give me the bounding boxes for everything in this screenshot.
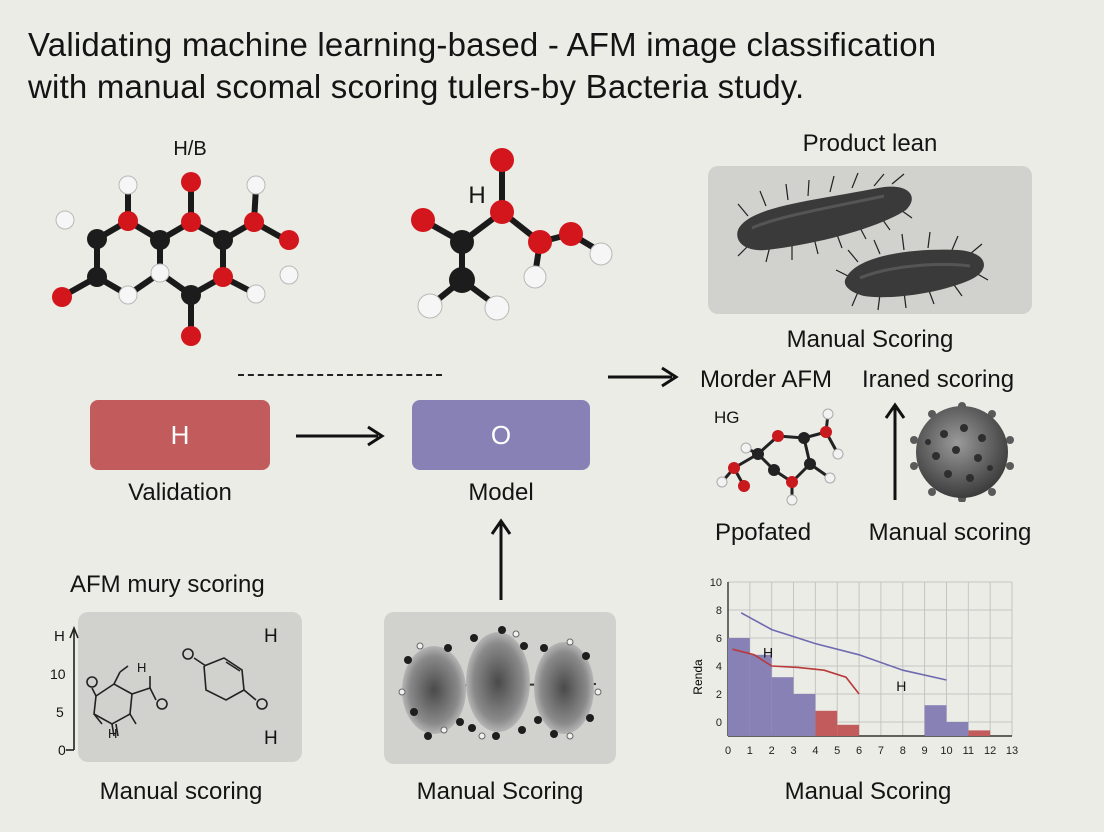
chart-y-tick-label: 8 <box>716 605 722 617</box>
chart-x-tick-label: 13 <box>1006 745 1018 757</box>
small-molecule-label: HG <box>714 408 740 427</box>
chart-y-tick-label: 2 <box>716 689 722 701</box>
chart-bar <box>749 654 772 736</box>
product-panel-caption: Manual Scoring <box>786 326 954 353</box>
arrow-up-to-model <box>490 518 512 600</box>
model-box: O <box>412 400 590 470</box>
arrow-right-to-afm <box>608 366 679 388</box>
chart-x-tick-label: 10 <box>940 745 952 757</box>
chart-x-tick-label: 1 <box>747 745 753 757</box>
chart-x-tick-label: 12 <box>984 745 996 757</box>
molecule-left-label: H/B <box>173 138 207 160</box>
arrow-validation-to-model <box>296 425 385 447</box>
chart-bar <box>793 694 816 736</box>
afm-panel-title: AFM mury scoring <box>70 571 265 598</box>
chart-annotation: H <box>896 678 906 694</box>
chart-x-tick-label: 9 <box>922 745 928 757</box>
chart-annotation: H <box>763 645 773 661</box>
chart-series-line <box>740 612 947 681</box>
title-line-1: Validating machine learning-based - AFM … <box>28 26 937 63</box>
bacteria-image-panel <box>708 166 1032 314</box>
afm-panel-caption: Manual scoring <box>99 778 263 805</box>
micrograph-caption: Manual Scoring <box>416 778 584 805</box>
chart-bar <box>815 710 838 736</box>
chart-y-tick-label: 6 <box>716 633 722 645</box>
afm-axis-top-label: H <box>54 628 65 645</box>
chart-bar <box>924 705 947 736</box>
chart-bar <box>946 722 969 736</box>
afm-h-label-1: H <box>137 660 147 675</box>
page-title: Validating machine learning-based - AFM … <box>28 24 1088 108</box>
chart-x-tick-label: 11 <box>963 745 974 757</box>
molecule-middle <box>411 148 613 321</box>
chart-y-tick-label: 4 <box>716 661 722 673</box>
chart-y-tick-label: 10 <box>710 577 722 589</box>
chart-x-tick-label: 0 <box>725 745 731 757</box>
morder-afm-label: Morder AFM <box>700 366 833 393</box>
chart-bar <box>728 638 750 736</box>
afm-tick-0: 0 <box>58 742 66 758</box>
molecule-left <box>52 172 299 346</box>
model-box-text: O <box>490 419 512 450</box>
chart-caption: Manual Scoring <box>784 778 952 805</box>
molecule-middle-label: H <box>468 182 486 209</box>
chart-x-tick-label: 6 <box>856 745 862 757</box>
arrow-up-to-iraned <box>884 402 906 500</box>
validation-box-text: H <box>170 419 190 450</box>
chart-x-tick-label: 8 <box>900 745 906 757</box>
product-panel-title: Product lean <box>802 130 938 157</box>
validation-box: H <box>90 400 270 470</box>
afm-structure-panel <box>78 612 302 762</box>
chart-series-line <box>732 648 860 695</box>
bacteria-image <box>737 172 989 311</box>
dashed-divider <box>238 374 442 376</box>
title-line-2: with manual scomal scoring tulers-by Bac… <box>28 68 805 105</box>
iraned-scoring-label: Iraned scoring <box>862 366 1015 393</box>
chart-y-tick-label: 0 <box>716 717 722 729</box>
chart-bar <box>837 724 860 736</box>
micrograph-panel <box>384 612 616 764</box>
chart-bar <box>771 677 794 736</box>
afm-h-label-2: H <box>108 726 118 741</box>
validation-caption: Validation <box>128 479 232 506</box>
virus-caption: Manual scoring <box>868 519 1032 546</box>
small-molecule <box>716 408 844 506</box>
afm-tick-5: 5 <box>56 704 64 720</box>
chart-ylabel: Renda <box>691 659 705 695</box>
virus-image <box>910 402 1014 502</box>
micrograph-image <box>398 626 602 740</box>
model-caption: Model <box>468 479 534 506</box>
chart-x-tick-label: 2 <box>769 745 775 757</box>
afm-structure-drawing <box>66 625 268 751</box>
chart-x-tick-label: 7 <box>878 745 884 757</box>
chart-x-tick-label: 3 <box>790 745 796 757</box>
chart-x-tick-label: 5 <box>834 745 840 757</box>
chart-bar <box>968 730 991 736</box>
small-molecule-caption: Ppofated <box>714 519 812 546</box>
afm-h-label-4: H <box>264 728 278 749</box>
afm-h-label-3: H <box>264 626 278 647</box>
afm-tick-10: 10 <box>50 666 66 682</box>
chart-x-tick-label: 4 <box>812 745 818 757</box>
